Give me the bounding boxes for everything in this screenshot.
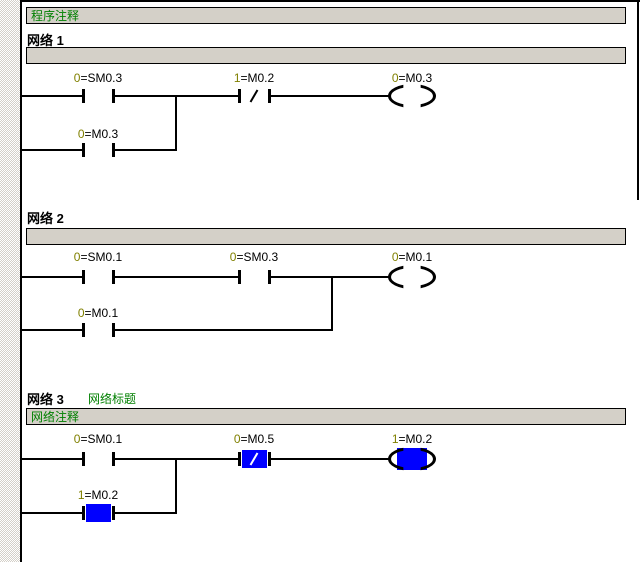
contact-bar <box>112 323 115 337</box>
wire <box>270 276 390 278</box>
contact-bar <box>238 452 241 466</box>
power-flow-highlight <box>86 504 111 522</box>
contact-bar <box>112 506 115 520</box>
network-1-comment-bar[interactable] <box>26 47 626 64</box>
wire <box>115 149 177 151</box>
nc-contact-m0-5-powered[interactable] <box>238 450 271 468</box>
contact-bar <box>268 89 271 103</box>
contact-bar <box>112 143 115 157</box>
wire <box>22 512 84 514</box>
power-flow-highlight <box>397 448 427 470</box>
wire <box>270 95 390 97</box>
network-2-comment-bar[interactable] <box>26 228 626 245</box>
operand-label: 0=SM0.1 <box>73 432 123 446</box>
network-1-title: 网络 1 <box>27 33 64 48</box>
contact-bar <box>112 270 115 284</box>
operand-label: 1=M0.2 <box>391 432 433 446</box>
operand-label: 0=SM0.3 <box>229 250 279 264</box>
left-power-rail <box>20 0 22 562</box>
operand-label: 1=M0.2 <box>233 71 275 85</box>
wire <box>115 512 177 514</box>
contact-bar <box>82 270 85 284</box>
network-3-comment-bar[interactable]: 网络注释 <box>26 408 626 425</box>
wire <box>115 276 240 278</box>
no-contact-sm0-3[interactable] <box>238 270 271 284</box>
wire <box>22 458 84 460</box>
wire <box>22 95 84 97</box>
network-3-comment-text: 网络注释 <box>31 409 80 424</box>
coil-m0-3[interactable] <box>388 84 436 108</box>
contact-bar <box>268 452 271 466</box>
coil-m0-2-powered[interactable] <box>388 447 436 471</box>
wire <box>115 329 333 331</box>
network-2-title: 网络 2 <box>27 211 64 226</box>
operand-label: 0=M0.5 <box>233 432 275 446</box>
branch-junction-wire <box>175 95 177 151</box>
wire <box>22 149 84 151</box>
no-contact-m0-1-branch[interactable] <box>82 323 115 337</box>
network-3-title: 网络 3 <box>27 392 64 407</box>
no-contact-sm0-1[interactable] <box>82 270 115 284</box>
operand-label: 1=M0.2 <box>77 488 119 502</box>
wire <box>22 329 84 331</box>
no-contact-m0-2-branch-powered[interactable] <box>82 504 115 522</box>
operand-label: 0=M0.1 <box>391 250 433 264</box>
operand-label: 0=M0.3 <box>77 127 119 141</box>
wire <box>270 458 390 460</box>
wire <box>115 95 240 97</box>
contact-bar <box>82 506 85 520</box>
operand-label: 0=SM0.1 <box>73 250 123 264</box>
contact-bar <box>82 89 85 103</box>
contact-bar <box>112 452 115 466</box>
no-contact-m0-3-branch[interactable] <box>82 143 115 157</box>
wire <box>115 458 240 460</box>
contact-bar <box>112 89 115 103</box>
operand-label: 0=M0.3 <box>391 71 433 85</box>
nc-slash-icon <box>249 89 259 103</box>
wire <box>22 276 84 278</box>
program-comment-text: 程序注释 <box>31 8 80 23</box>
nc-contact-m0-2[interactable] <box>238 89 271 103</box>
contact-bar <box>82 323 85 337</box>
coil-m0-1[interactable] <box>388 265 436 289</box>
operand-label: 0=M0.1 <box>77 306 119 320</box>
branch-junction-wire <box>175 458 177 514</box>
operand-label: 0=SM0.3 <box>73 71 123 85</box>
branch-junction-wire <box>331 276 333 331</box>
no-contact-sm0-3[interactable] <box>82 89 115 103</box>
contact-bar <box>238 270 241 284</box>
contact-bar <box>238 89 241 103</box>
right-border <box>637 0 639 200</box>
contact-bar <box>82 143 85 157</box>
contact-bar <box>82 452 85 466</box>
contact-bar <box>268 270 271 284</box>
no-contact-sm0-1[interactable] <box>82 452 115 466</box>
top-border <box>20 0 640 2</box>
program-comment-bar[interactable]: 程序注释 <box>26 7 626 24</box>
left-margin <box>0 0 20 562</box>
network-3-title-note[interactable]: 网络标题 <box>88 392 137 406</box>
